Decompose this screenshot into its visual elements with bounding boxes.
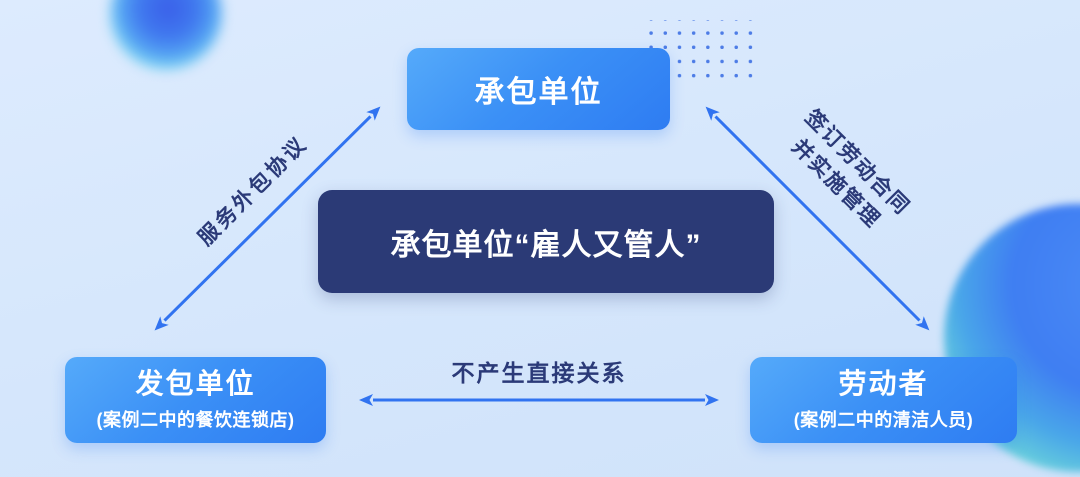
node-center-callout: 承包单位“雇人又管人” bbox=[318, 190, 774, 293]
node-contractor: 承包单位 bbox=[407, 48, 670, 130]
edge-label-no-direct-relation: 不产生直接关系 bbox=[451, 360, 627, 386]
center-callout-label: 承包单位“雇人又管人” bbox=[390, 228, 702, 262]
node-worker-subtitle: (案例二中的清洁人员) bbox=[793, 409, 974, 430]
node-contractor-label: 承包单位 bbox=[474, 76, 603, 109]
node-issuer-title: 发包单位 bbox=[135, 368, 256, 400]
node-issuer: 发包单位 (案例二中的餐饮连锁店) bbox=[65, 357, 326, 443]
node-issuer-subtitle: (案例二中的餐饮连锁店) bbox=[96, 409, 295, 430]
node-worker-title: 劳动者 bbox=[838, 368, 929, 400]
arrow-issuer-contractor bbox=[154, 106, 381, 331]
node-worker: 劳动者 (案例二中的清洁人员) bbox=[750, 357, 1017, 443]
arrow-contractor-worker bbox=[705, 106, 930, 331]
